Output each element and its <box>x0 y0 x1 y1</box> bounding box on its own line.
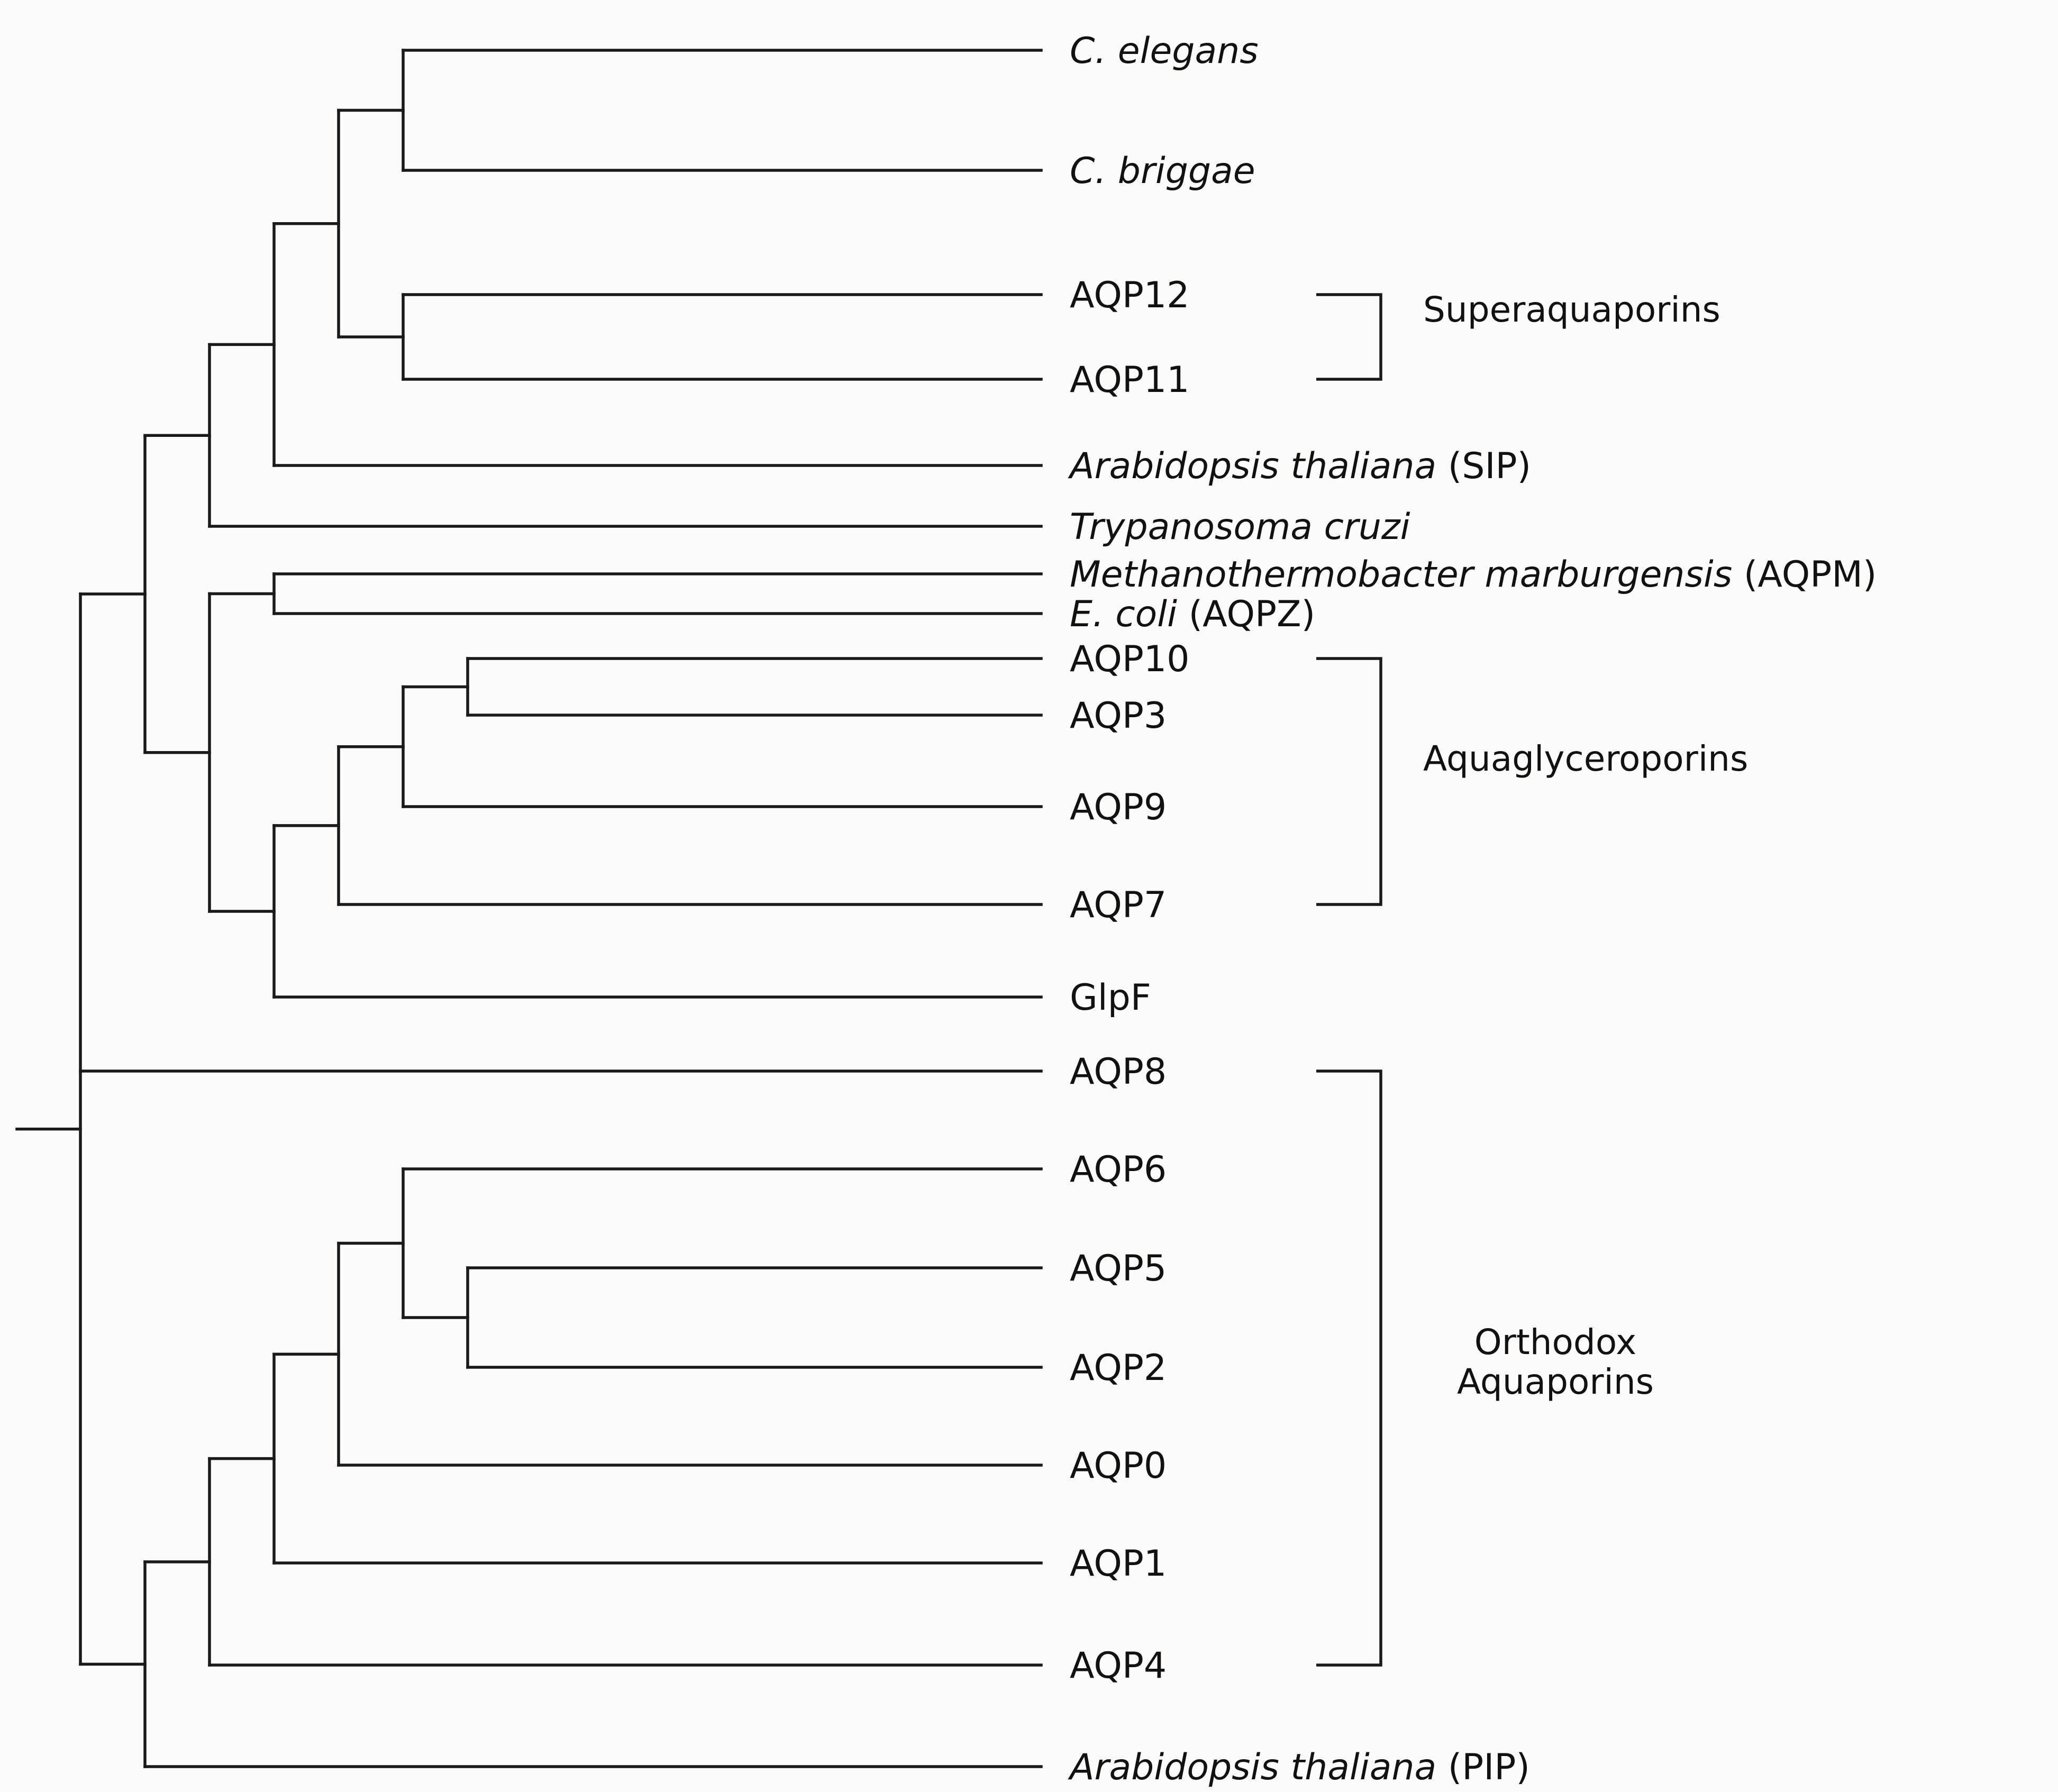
leaf-labels: C. elegans C. briggaeAQP12AQP11Arabidopsi… <box>1068 30 1877 1788</box>
leaf-label-part: (PIP) <box>1436 1747 1530 1788</box>
leaf-label-aqp9: AQP9 <box>1070 787 1167 828</box>
leaf-label-part: AQP6 <box>1070 1149 1167 1191</box>
leaf-label-part: AQP10 <box>1070 638 1189 680</box>
leaf-label-aqp11: AQP11 <box>1070 359 1189 401</box>
bracket-aquaglyceroporins <box>1316 657 1382 906</box>
leaf-label-part: AQP11 <box>1070 359 1189 401</box>
leaf-label-aqp4: AQP4 <box>1070 1645 1167 1687</box>
leaf-label-aqp2: AQP2 <box>1070 1347 1167 1389</box>
leaf-label-aqp5: AQP5 <box>1070 1248 1167 1290</box>
leaf-label-part: AQP2 <box>1070 1347 1167 1389</box>
leaf-label-part: Arabidopsis thaliana <box>1068 445 1436 487</box>
leaf-label-part: Methanothermobacter marburgensis <box>1070 554 1732 596</box>
leaf-label-glpf: GlpF <box>1070 977 1151 1019</box>
group-label-superaquaporins: Superaquaporins <box>1423 289 1720 330</box>
leaf-label-aqp3: AQP3 <box>1070 695 1167 737</box>
leaf-label-e_coli: E. coli (AQPZ) <box>1070 593 1315 635</box>
leaf-label-aqp6: AQP6 <box>1070 1149 1167 1191</box>
group-brackets: SuperaquaporinsAquaglyceroporinsOrthodox… <box>1316 289 1748 1667</box>
leaf-label-aqp7: AQP7 <box>1070 884 1167 926</box>
leaf-label-aqp12: AQP12 <box>1070 275 1189 316</box>
leaf-label-part: AQP7 <box>1070 884 1167 926</box>
leaf-label-part: AQP8 <box>1070 1051 1167 1093</box>
leaf-label-part: AQP0 <box>1070 1445 1167 1487</box>
leaf-label-part: AQP9 <box>1070 787 1167 828</box>
leaf-label-aqp10: AQP10 <box>1070 638 1189 680</box>
leaf-label-part: AQP12 <box>1070 275 1189 316</box>
leaf-label-trypanosoma: Trypanosoma cruzi <box>1070 506 1410 548</box>
leaf-label-arabidopsis_pip: Arabidopsis thaliana (PIP) <box>1068 1747 1530 1788</box>
group-label-aquaglyceroporins: Aquaglyceroporins <box>1423 738 1748 779</box>
leaf-label-aqp1: AQP1 <box>1070 1543 1167 1585</box>
leaf-label-c_elegans: C. elegans <box>1070 30 1259 72</box>
leaf-label-part: (AQPZ) <box>1177 593 1315 635</box>
leaf-label-part: C. briggae <box>1070 150 1255 192</box>
bracket-orthodox <box>1316 1069 1382 1667</box>
leaf-label-aqp0: AQP0 <box>1070 1445 1167 1487</box>
leaf-label-part: GlpF <box>1070 977 1151 1019</box>
leaf-label-part: AQP5 <box>1070 1248 1167 1290</box>
leaf-label-methanothermobacter: Methanothermobacter marburgensis (AQPM) <box>1070 554 1877 596</box>
leaf-label-part: Trypanosoma cruzi <box>1070 506 1410 548</box>
leaf-label-part: E. coli <box>1070 593 1177 635</box>
leaf-label-aqp8: AQP8 <box>1070 1051 1167 1093</box>
group-label-orthodox: Aquaporins <box>1457 1361 1654 1402</box>
leaf-label-part: (SIP) <box>1436 445 1531 487</box>
leaf-label-part: Arabidopsis thaliana <box>1068 1747 1436 1788</box>
group-label-orthodox: Orthodox <box>1474 1322 1636 1363</box>
leaf-label-arabidopsis_sip: Arabidopsis thaliana (SIP) <box>1068 445 1531 487</box>
leaf-label-part: C. elegans <box>1070 30 1259 72</box>
leaf-label-part: AQP3 <box>1070 695 1167 737</box>
leaf-label-part: AQP1 <box>1070 1543 1167 1585</box>
leaf-label-c_briggae: C. briggae <box>1070 150 1255 192</box>
bracket-superaquaporins <box>1316 293 1382 381</box>
leaf-label-part: (AQPM) <box>1732 554 1877 596</box>
leaf-label-part: AQP4 <box>1070 1645 1167 1687</box>
tree-branches <box>15 49 1043 1768</box>
